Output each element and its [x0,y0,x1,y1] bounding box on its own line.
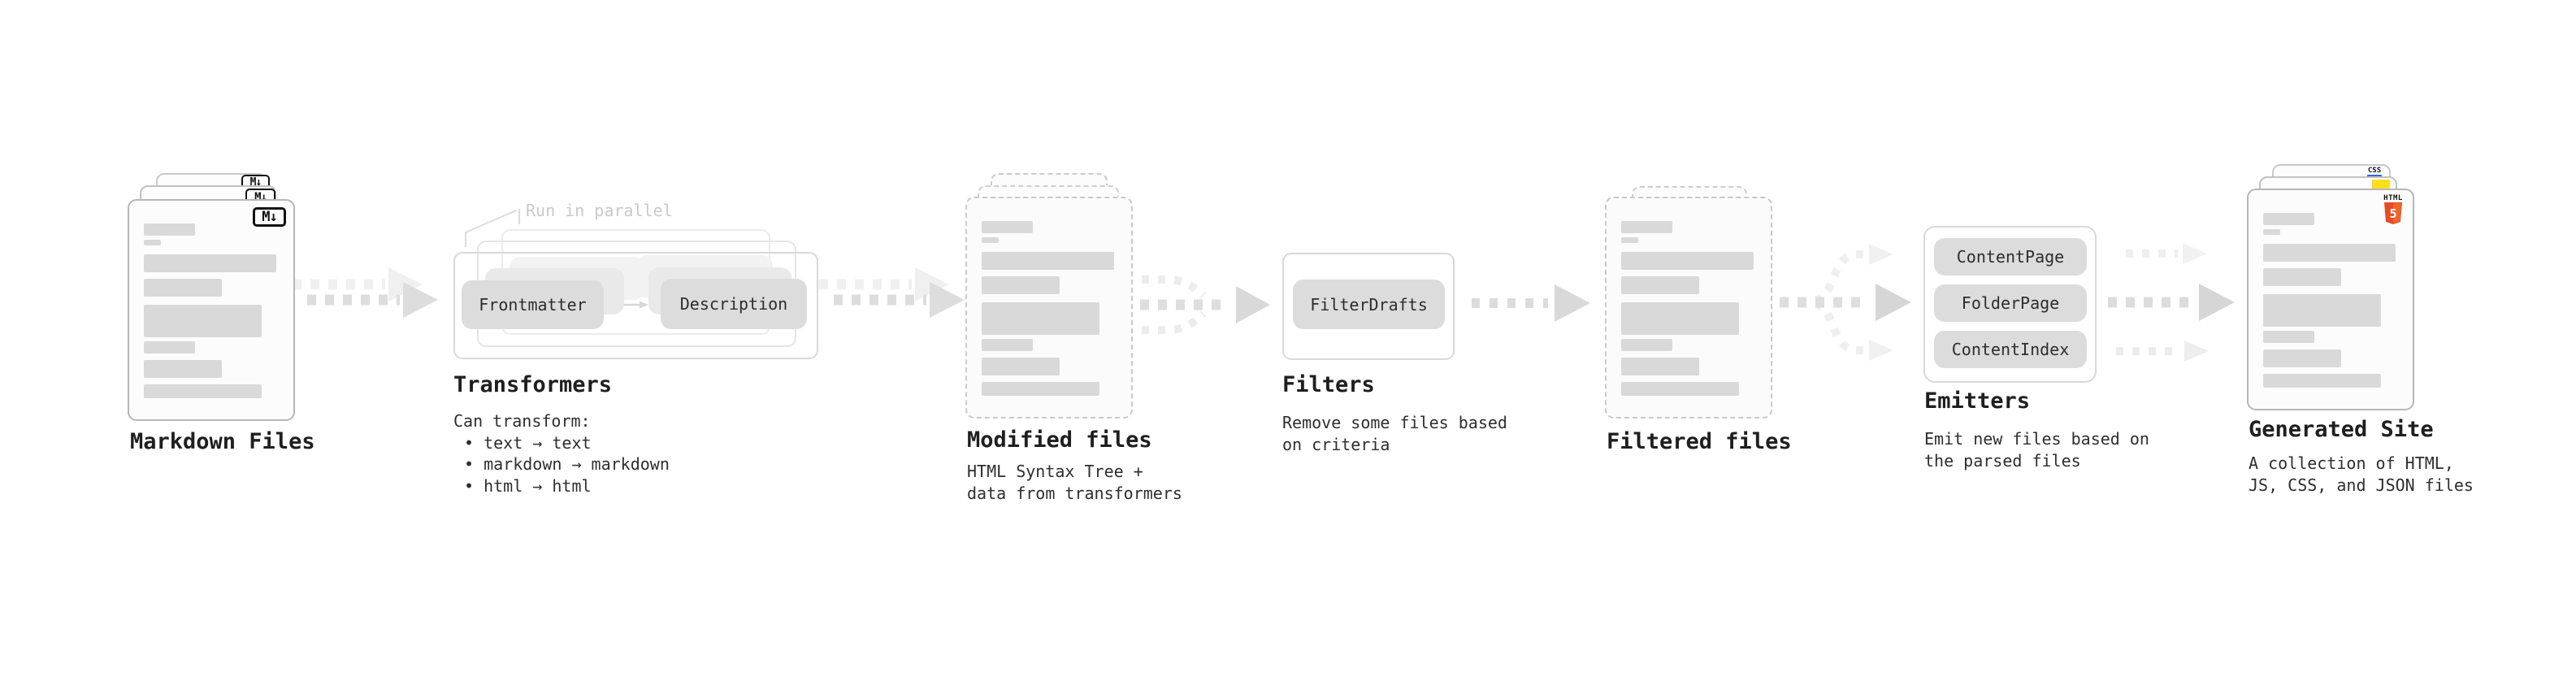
html5-icon-word: HTML [2383,194,2403,202]
skeleton-bar [982,382,1099,396]
filters-notes: Remove some files based on criteria [1282,412,1507,455]
skeleton-bar [144,254,276,272]
css-icon-label: CSS [2367,167,2382,175]
html5-icon: HTML 5 [2383,194,2404,228]
flow-fanout-arrow-icon [1780,244,1911,361]
skeleton-bar [1621,358,1699,375]
emitter-pill-contentindex: ContentIndex [1934,331,2087,368]
note-line: HTML Syntax Tree + [967,462,1143,481]
skeleton-bar [2263,268,2341,286]
skeleton-bar [982,252,1114,270]
skeleton-bar [982,276,1060,294]
modified-files-notes: HTML Syntax Tree + data from transformer… [967,461,1182,504]
skeleton-bar [144,384,262,398]
filter-pill-filterdrafts: FilterDrafts [1293,280,1445,329]
skeleton-bar [982,237,999,243]
html5-shield-icon: 5 [2384,202,2402,224]
note-line: on criteria [1282,434,1390,454]
transformer-pill-description: Description [661,279,807,329]
annotation-callout-line [465,209,520,247]
stage-title-emitters: Emitters [1924,388,2031,414]
skeleton-bar [144,305,262,337]
flow-arrow-icon [819,267,965,318]
note-line: • markdown → markdown [464,454,670,474]
parallel-run-box-front [453,252,818,359]
stage-title-transformers: Transformers [453,372,613,397]
stage-title-filters: Filters [1282,372,1375,397]
skeleton-bar [1621,252,1754,270]
run-in-parallel-note: Run in parallel [526,201,673,220]
skeleton-bar [144,341,195,354]
skeleton-bar [2263,213,2314,225]
pill-label: FilterDrafts [1310,294,1428,314]
pill-label: Description [679,294,788,314]
document-card-markdown: M↓ [128,199,295,421]
skeleton-bar [144,360,222,378]
svg-text:5: 5 [2389,206,2396,221]
flow-parallel-arrows-icon [2108,243,2235,362]
note-line: • text → text [464,432,592,453]
pill-label: Frontmatter [479,295,587,314]
note-line: Remove some files based [1282,413,1507,432]
emitters-notes: Emit new files based on the parsed files [1924,428,2149,471]
pill-label: ContentPage [1956,247,2065,267]
skeleton-bar [2263,349,2341,367]
emitter-pill-folderpage: FolderPage [1934,284,2087,322]
skeleton-bar [144,279,222,297]
skeleton-bar [1621,302,1739,335]
markdown-icon-glyph: M↓ [262,209,278,225]
document-card-filtered [1605,197,1772,419]
transformer-pill-frontmatter: Frontmatter [462,280,604,329]
skeleton-bar [2263,229,2280,235]
note-line: • html → html [464,475,592,496]
skeleton-bar [1621,382,1739,396]
transformers-notes: Can transform: • text → text • markdown … [453,410,670,497]
skeleton-bar [2263,331,2314,343]
stage-title-modified-files: Modified files [967,427,1152,453]
flow-converge-arrow-icon [1140,275,1270,334]
skeleton-bar [982,302,1099,335]
stage-title-filtered-files: Filtered files [1607,429,1792,454]
flow-arrow-icon [1472,284,1590,322]
skeleton-bar [1621,276,1699,294]
skeleton-bar [982,339,1033,351]
skeleton-bar [1621,237,1638,243]
generated-site-notes: A collection of HTML, JS, CSS, and JSON … [2249,453,2474,496]
note-line: Can transform: [453,411,591,431]
skeleton-bar [2263,244,2396,262]
note-line: data from transformers [967,483,1182,503]
emitter-pill-contentpage: ContentPage [1934,238,2087,275]
skeleton-bar [144,223,195,236]
document-card-modified [965,197,1133,419]
skeleton-bar [982,221,1033,233]
skeleton-bar [1621,339,1672,351]
stage-title-markdown-files: Markdown Files [130,429,315,454]
note-line: the parsed files [1924,450,2081,471]
skeleton-bar [2263,374,2381,388]
flow-arrow-icon [293,267,438,318]
skeleton-bar [2263,294,2381,327]
pill-label: FolderPage [1961,293,2060,313]
note-line: JS, CSS, and JSON files [2249,475,2474,495]
skeleton-bar [144,240,161,245]
skeleton-bar [982,358,1060,375]
pill-label: ContentIndex [1951,340,2070,359]
note-line: Emit new files based on [1924,429,2149,449]
markdown-icon: M↓ [253,207,286,227]
markdown-icon-glyph: M↓ [249,176,262,189]
skeleton-bar [1621,221,1672,233]
note-line: A collection of HTML, [2249,453,2454,473]
stage-title-generated-site: Generated Site [2249,417,2434,442]
document-card-generated: HTML 5 [2247,189,2414,410]
